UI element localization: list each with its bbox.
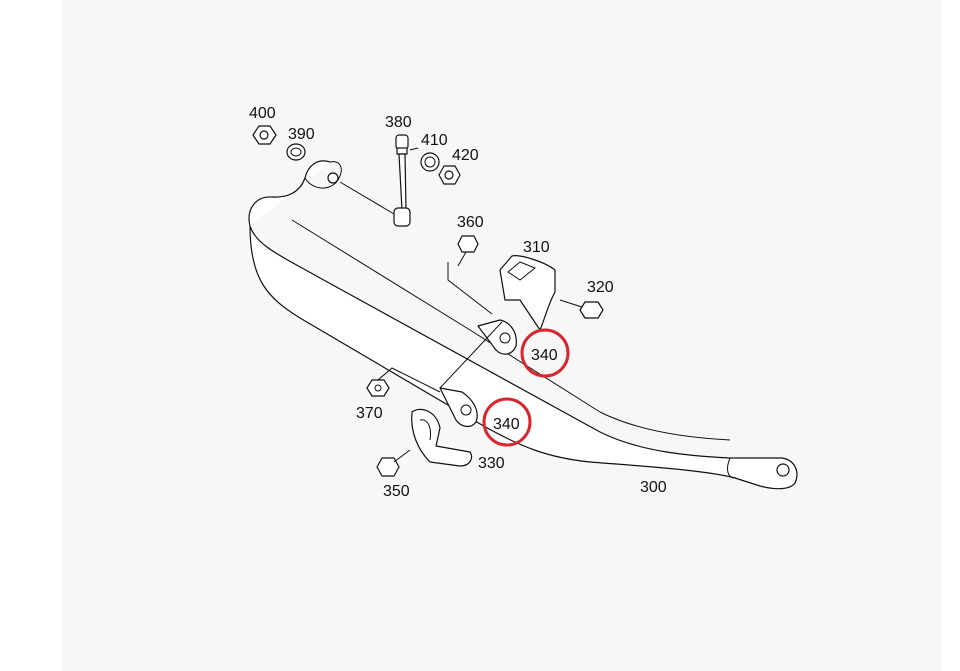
bolt-350 [376, 449, 411, 477]
label-340-upper: 340 [531, 347, 558, 364]
label-410: 410 [421, 132, 448, 149]
label-420: 420 [452, 147, 479, 164]
label-370: 370 [356, 405, 383, 422]
washer-390 [286, 143, 306, 161]
bracket-330 [411, 408, 473, 467]
nut-400 [252, 125, 277, 145]
label-400: 400 [249, 105, 276, 122]
washer-410 [420, 152, 440, 172]
bushing-340-lower [439, 321, 503, 428]
nut-370 [366, 367, 441, 397]
label-390: 390 [288, 126, 315, 143]
label-310: 310 [523, 239, 550, 256]
link-rod [339, 134, 419, 227]
bolt-320 [559, 299, 604, 319]
label-340-lower: 340 [493, 416, 520, 433]
washer-390-inner [290, 147, 302, 157]
highlight-circle-340-upper [520, 328, 570, 378]
bolt-360 [447, 235, 493, 315]
label-300: 300 [640, 479, 667, 496]
nut-420 [438, 165, 461, 185]
washer-410-inner [424, 156, 436, 168]
highlight-circle-340-lower [482, 397, 532, 447]
label-360: 360 [457, 214, 484, 231]
bushing-340-upper [477, 319, 517, 355]
label-330: 330 [478, 455, 505, 472]
label-380: 380 [385, 114, 412, 131]
label-350: 350 [383, 483, 410, 500]
stabilizer-bar [248, 160, 798, 490]
label-320: 320 [587, 279, 614, 296]
